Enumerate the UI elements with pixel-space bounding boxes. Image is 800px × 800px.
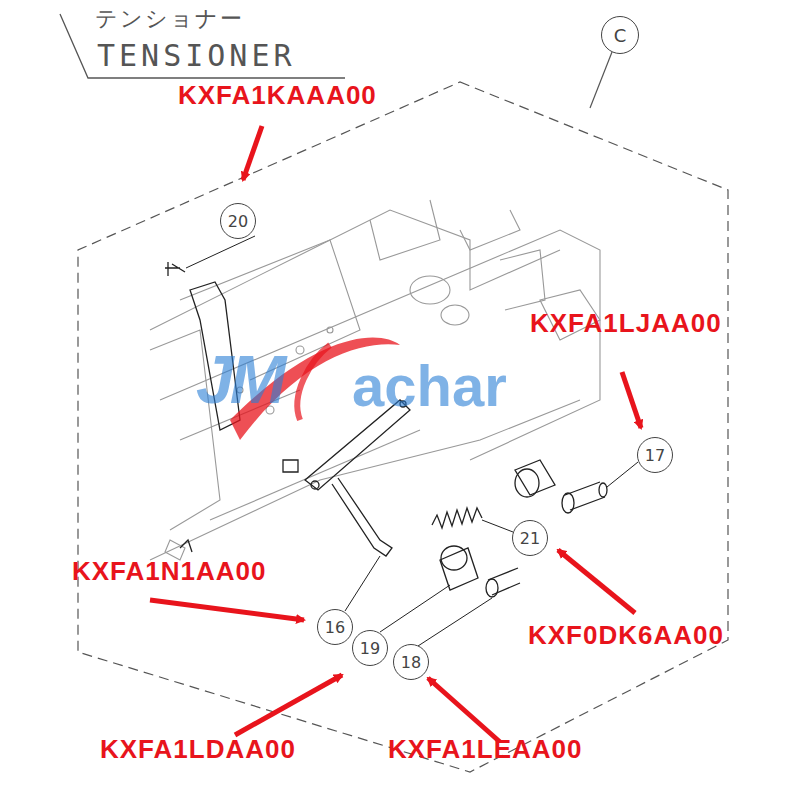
callout-circle: C [601,16,639,54]
callout-circle: 19 [352,630,388,666]
watermark: achar [352,352,507,419]
callout-circle: 21 [512,520,548,556]
callout-number: 20 [228,212,248,231]
callout-circle: 16 [317,609,353,645]
callout-number: C [614,25,627,46]
callout-number: 18 [401,653,421,672]
callout-number: 16 [325,618,345,637]
part-number: KXF0DK6AA00 [528,620,724,651]
part-number: KXFA1N1AA00 [72,556,267,587]
callout-number: 21 [520,529,540,548]
callout-circle: 20 [220,203,256,239]
title-text: テンショナー [95,4,244,34]
callout-circle: 17 [637,437,673,473]
callout-number: 19 [360,639,380,658]
callout-circle: 18 [393,644,429,680]
watermark: JM [196,340,282,418]
title-text: TENSIONER [97,38,296,73]
part-number: KXFA1LJAA00 [530,308,722,339]
callout-number: 17 [645,446,665,465]
part-number: KXFA1LDAA00 [100,734,296,765]
part-number: KXFA1KAAA00 [178,80,377,111]
part-number: KXFA1LEAA00 [388,734,583,765]
